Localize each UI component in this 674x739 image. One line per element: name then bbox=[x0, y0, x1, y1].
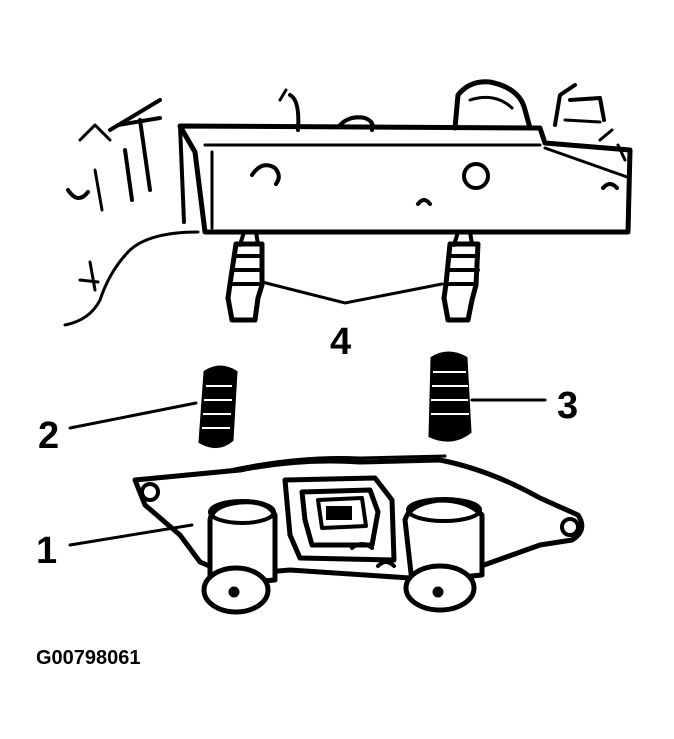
engine-assembly bbox=[63, 79, 633, 327]
coil-boot-left bbox=[198, 365, 238, 448]
callout-1: 1 bbox=[36, 530, 57, 572]
callout-3: 3 bbox=[557, 385, 578, 427]
spark-plug-terminal-right bbox=[441, 230, 481, 323]
coil-boot-right bbox=[428, 351, 472, 442]
figure-id: G00798061 bbox=[36, 647, 141, 669]
leader-lines bbox=[68, 280, 547, 547]
leader-line-1 bbox=[68, 523, 194, 547]
callout-2: 2 bbox=[38, 415, 59, 457]
leader-line-4 bbox=[260, 280, 444, 305]
spark-plug-terminal-left bbox=[225, 230, 265, 323]
callout-4: 4 bbox=[330, 321, 351, 363]
ignition-coil-assembly bbox=[132, 454, 585, 615]
leader-line-2 bbox=[68, 401, 198, 430]
